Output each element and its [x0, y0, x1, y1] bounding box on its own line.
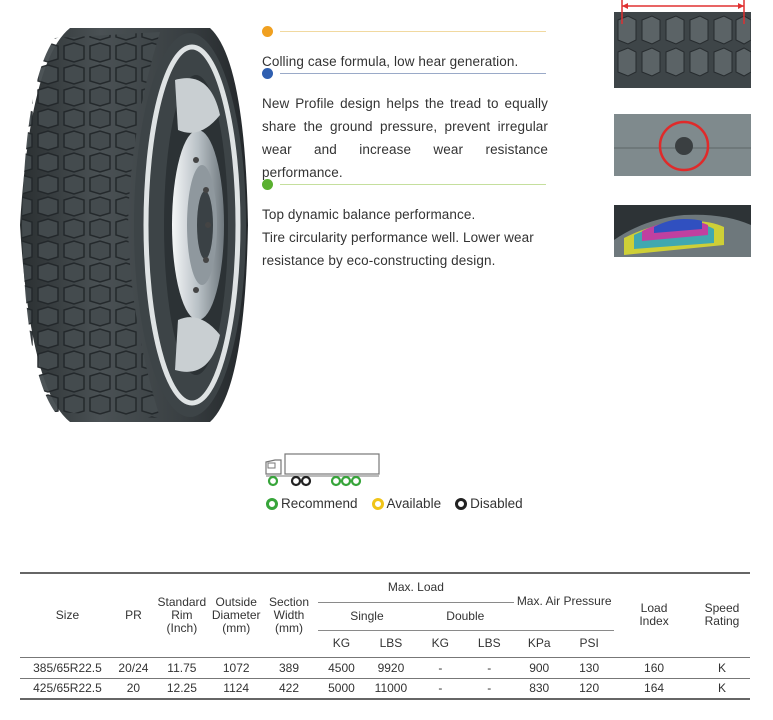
cell-load-index: 160 [614, 656, 694, 678]
feature-text: Colling case formula, low hear generatio… [262, 50, 548, 73]
legend-disabled: Disabled [455, 496, 523, 511]
header-line: Standard [157, 594, 207, 609]
cell-kpa: 830 [514, 677, 565, 700]
orange-dot-icon [262, 26, 273, 37]
green-ring-icon [266, 497, 278, 510]
cell-width: 422 [260, 677, 318, 700]
axle-legend: Recommend Available Disabled [266, 496, 537, 511]
blue-dot-icon [262, 68, 273, 79]
legend-recommend: Recommend [266, 496, 358, 511]
header-line: Diameter [211, 607, 261, 622]
green-dot-icon [262, 179, 273, 190]
header-load-index: Load Index [614, 572, 694, 657]
truck-axle-icon [265, 453, 380, 487]
tire-structure-image [614, 205, 751, 257]
cell-double-kg: - [416, 677, 465, 700]
header-speed-rating: Speed Rating [693, 572, 750, 657]
feature-line: New Profile design helps the tread to eq… [262, 96, 548, 180]
cell-rim: 11.75 [151, 656, 212, 678]
header-single: Single [317, 602, 417, 631]
cell-double-lbs: - [464, 677, 515, 700]
header-line: Rim [171, 607, 193, 622]
feature-block-2: New Profile design helps the tread to eq… [262, 68, 548, 184]
header-line: Index [639, 614, 669, 629]
header-line: Speed [704, 601, 740, 616]
header-diameter: Outside Diameter (mm) [211, 572, 261, 657]
table-row: 385/65R22.5 20/24 11.75 1072 389 4500 99… [20, 656, 750, 678]
cell-pr: 20 [114, 677, 152, 700]
feature-line: Colling case formula, low hear generatio… [262, 54, 519, 69]
cell-size: 425/65R22.5 [20, 677, 115, 700]
header-kpa: KPa [527, 636, 551, 650]
header-max-load: Max. Load [317, 572, 515, 603]
feature-block-3: Top dynamic balance performance. Tire ci… [262, 179, 548, 272]
header-line: Rating [704, 614, 740, 629]
table-row: 425/65R22.5 20 12.25 1124 422 5000 11000… [20, 677, 750, 700]
tire-image [20, 28, 248, 422]
cell-single-kg: 5000 [317, 677, 366, 700]
feature-block-1: Colling case formula, low hear generatio… [262, 26, 548, 73]
feature-divider [262, 68, 548, 80]
black-ring-icon [455, 497, 468, 510]
header-kg-double: KG [431, 636, 450, 650]
divider-line [280, 184, 546, 185]
tread-width-image [614, 0, 751, 88]
divider-line [280, 31, 546, 32]
header-lbs: LBS [379, 636, 403, 650]
feature-line: Tire circularity performance well. Lower… [262, 230, 534, 268]
cell-psi: 130 [564, 656, 615, 678]
header-line: (Inch) [166, 620, 198, 635]
header-kg: KG [332, 636, 351, 650]
cell-width: 389 [260, 656, 318, 678]
yellow-ring-icon [371, 497, 384, 510]
cell-kpa: 900 [514, 656, 565, 678]
legend-label: Disabled [470, 496, 523, 511]
cell-double-kg: - [416, 656, 465, 678]
legend-label: Available [386, 496, 442, 511]
header-width: Section Width (mm) [260, 572, 318, 657]
cell-diameter: 1124 [211, 677, 261, 700]
header-size: Size [20, 572, 115, 657]
header-psi: PSI [579, 636, 599, 650]
feature-text: New Profile design helps the tread to eq… [262, 92, 548, 184]
cell-single-lbs: 11000 [365, 677, 417, 700]
header-line: Section [269, 594, 310, 609]
cell-psi: 120 [564, 677, 615, 700]
cell-single-lbs: 9920 [365, 656, 417, 678]
feature-text: Top dynamic balance performance. Tire ci… [262, 203, 548, 272]
cell-pr: 20/24 [114, 656, 152, 678]
cell-single-kg: 4500 [317, 656, 366, 678]
spec-table: Size PR Standard Rim (Inch) Outside Diam… [20, 572, 750, 700]
header-line: (mm) [275, 620, 304, 635]
header-max-pressure: Max. Air Pressure [514, 572, 615, 631]
hole-detail-image [614, 114, 751, 176]
divider-line [280, 73, 546, 74]
legend-available: Available [371, 496, 442, 511]
cell-rim: 12.25 [151, 677, 212, 700]
header-double: Double [416, 602, 515, 631]
header-pr: PR [114, 572, 152, 657]
cell-speed-rating: K [693, 677, 750, 700]
legend-label: Recommend [281, 496, 358, 511]
cell-size: 385/65R22.5 [20, 656, 115, 678]
header-lbs-double: LBS [477, 636, 501, 650]
feature-divider [262, 179, 548, 191]
feature-divider [262, 26, 548, 38]
header-line: (mm) [222, 620, 251, 635]
header-rim: Standard Rim (Inch) [151, 572, 212, 657]
cell-speed-rating: K [693, 656, 750, 678]
cell-diameter: 1072 [211, 656, 261, 678]
header-line: Width [273, 607, 305, 622]
feature-line: Top dynamic balance performance. [262, 207, 476, 222]
header-line: Outside [215, 594, 257, 609]
cell-double-lbs: - [464, 656, 515, 678]
cell-load-index: 164 [614, 677, 694, 700]
header-line: Load [640, 601, 668, 616]
